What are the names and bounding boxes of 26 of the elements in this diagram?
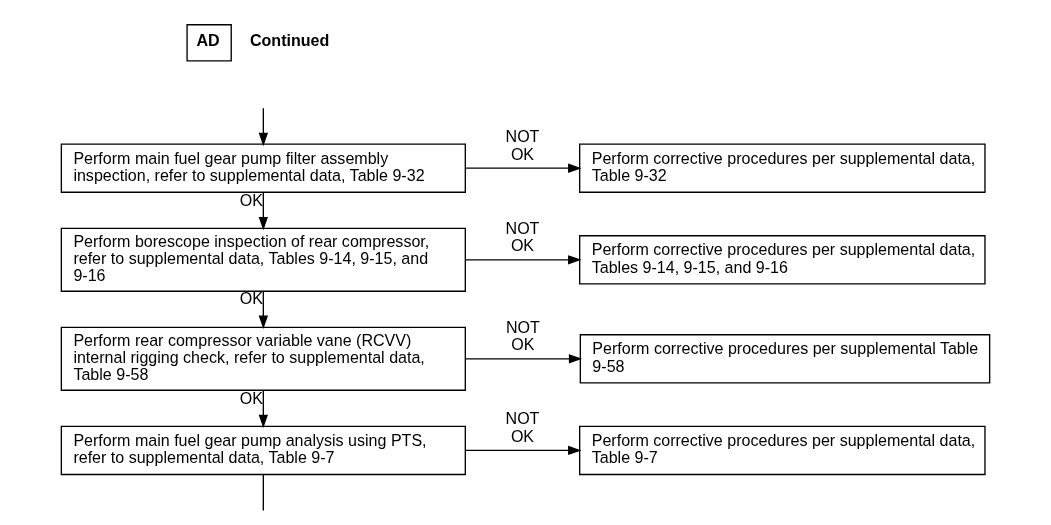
edge-label: OK bbox=[239, 289, 263, 308]
arrow bbox=[258, 389, 268, 429]
arrow bbox=[464, 163, 582, 173]
node-box: Perform rear compressor variable vane (RCVV) internal rigging check, refer to supplemental data, Table 9-58 bbox=[60, 326, 466, 391]
node-box: Perform corrective procedures per supplemental data, Tables 9-14, 9-15, and 9-16 bbox=[579, 235, 986, 285]
arrow bbox=[464, 354, 583, 364]
edge-label: OK bbox=[239, 388, 263, 407]
arrow bbox=[464, 255, 582, 265]
arrow bbox=[258, 191, 268, 231]
node-box: Perform corrective procedures per supplemental Table 9-58 bbox=[579, 334, 991, 384]
node-box: Perform borescope inspection of rear compressor, refer to supplemental data, Tables 9-14, 9-15, and 9-16 bbox=[60, 227, 466, 292]
edge-label: OK bbox=[239, 190, 263, 209]
arrow bbox=[258, 290, 268, 329]
node-box: Perform corrective procedures per supplemental data, Table 9-7 bbox=[579, 425, 986, 476]
node-box: Perform main fuel gear pump filter assembly inspection, refer to supplemental data, Table 9-32 bbox=[60, 143, 466, 193]
edge-label: NOT OK bbox=[505, 409, 540, 445]
connector bbox=[262, 474, 264, 512]
node-label: Continued bbox=[249, 30, 330, 49]
edge-label: NOT OK bbox=[505, 218, 540, 255]
arrow bbox=[464, 445, 582, 456]
edge-label: NOT OK bbox=[505, 127, 540, 163]
edge-label: NOT OK bbox=[505, 317, 540, 354]
node-box: Perform corrective procedures per supplemental data, Table 9-32 bbox=[579, 143, 986, 193]
arrow bbox=[258, 107, 268, 147]
node-box: Perform main fuel gear pump analysis using PTS, refer to supplemental data, Table 9-7 bbox=[60, 425, 466, 476]
node-box: AD bbox=[186, 24, 232, 62]
